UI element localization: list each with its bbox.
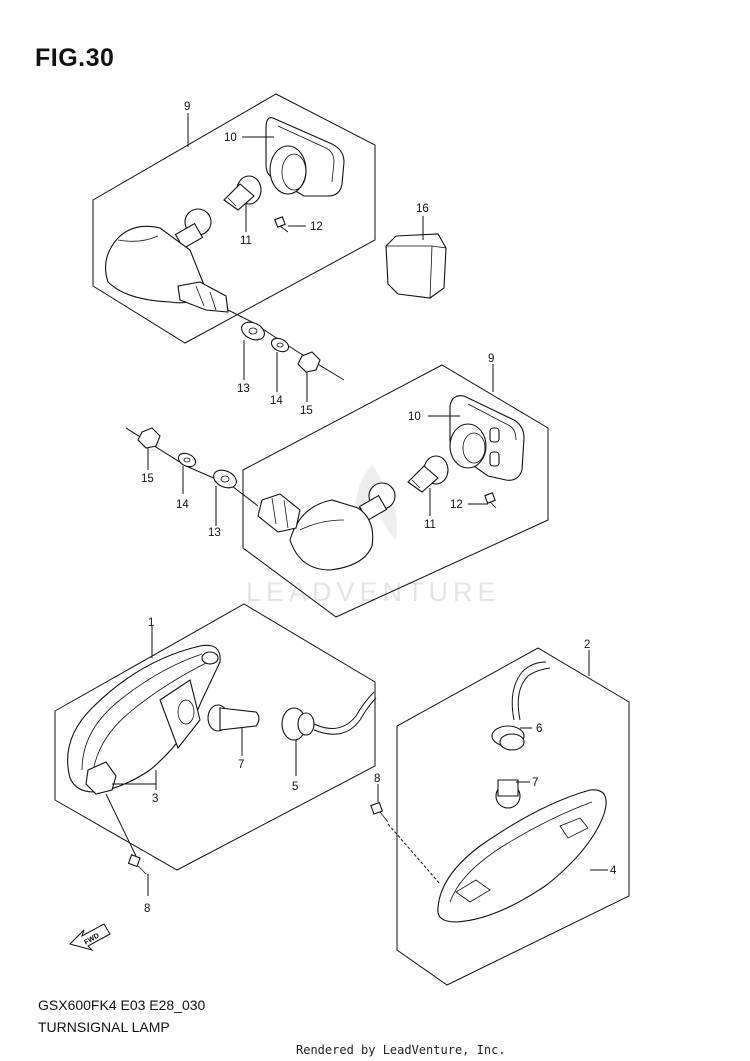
callout-11-lower: 11: [424, 519, 436, 531]
callout-13-lower: 13: [208, 527, 221, 539]
callout-15-lower: 15: [141, 473, 154, 485]
rear-lens-4: [437, 789, 607, 923]
callout-3: 3: [152, 793, 158, 805]
callout-16: 16: [416, 203, 429, 215]
fwd-arrow-icon: FWD: [69, 923, 111, 951]
callout-5: 5: [292, 781, 298, 793]
callout-14-upper: 14: [270, 395, 283, 407]
nut-15-lower: [137, 427, 161, 449]
front-turn-signal-assembly: [54, 603, 377, 871]
leadventure-watermark: LEADVENTURE: [246, 465, 501, 607]
upper-lamp-body: [105, 225, 229, 313]
upper-wire: [227, 309, 345, 381]
callout-12-upper: 12: [310, 221, 323, 233]
lower-wire: [125, 427, 259, 507]
screw-12: [274, 216, 289, 233]
callout-9-lower: 9: [488, 353, 494, 365]
rear-assembly-frame: [396, 647, 630, 986]
cushion-16: [385, 216, 447, 299]
callout-14-lower: 14: [176, 499, 189, 511]
bulb-7-rear: [495, 779, 521, 809]
socket-6: [491, 725, 525, 751]
callout-7-rear: 7: [532, 777, 538, 789]
figure-title: FIG.30: [35, 44, 115, 72]
bulb-11: [223, 175, 262, 211]
lens-housing-10: [265, 117, 345, 197]
bulb-11-lower: [407, 455, 449, 493]
callout-11-upper: 11: [240, 235, 252, 247]
callout-10-upper: 10: [224, 132, 237, 144]
callout-1: 1: [148, 617, 154, 629]
render-credit: Rendered by LeadVenture, Inc.: [296, 1043, 506, 1057]
callout-15-upper: 15: [300, 405, 313, 417]
upper-turn-signal-assembly: [92, 93, 376, 402]
grommet-13-lower: [213, 469, 237, 489]
screw-12-lower: [484, 492, 497, 509]
socket-5: [281, 691, 377, 741]
lower-lamp-body: [257, 493, 374, 571]
socket-lower: [358, 482, 396, 522]
screw-8-front: [105, 793, 149, 896]
lens-housing-10-lower: [449, 395, 525, 481]
screw-8-rear: [370, 784, 389, 823]
callout-8-rear: 8: [374, 773, 380, 785]
callout-2: 2: [584, 639, 590, 651]
watermark-text: LEADVENTURE: [246, 577, 501, 607]
callout-4: 4: [610, 865, 617, 877]
callout-10-lower: 10: [408, 411, 421, 423]
callout-9-upper: 9: [184, 101, 190, 113]
rear-turn-signal-assembly: [387, 647, 630, 986]
figure-name: TURNSIGNAL LAMP: [38, 1019, 170, 1035]
washer-14-lower: [177, 452, 197, 468]
callout-labels: 9 10 11 12 13 14 15 16 9 10 11 12 13 14 …: [141, 101, 617, 915]
bulb-holder-3: [85, 761, 117, 795]
callout-13-upper: 13: [237, 383, 250, 395]
upper-assembly-frame: [92, 93, 376, 344]
socket-upper: [174, 208, 212, 250]
lower-turn-signal-assembly: [125, 364, 549, 618]
lower-assembly-frame: [242, 364, 549, 618]
bulb-7: [207, 704, 260, 732]
callout-7-front: 7: [238, 759, 244, 771]
nut-15-upper: [297, 351, 321, 373]
callout-8-front: 8: [144, 903, 150, 915]
grommet-13-upper: [241, 321, 265, 341]
front-assembly-frame: [54, 603, 376, 871]
front-lens-1: [67, 644, 221, 793]
callout-6: 6: [536, 723, 542, 735]
washer-14-upper: [270, 337, 290, 353]
model-code: GSX600FK4 E03 E28_030: [38, 997, 206, 1013]
callout-12-lower: 12: [450, 499, 463, 511]
